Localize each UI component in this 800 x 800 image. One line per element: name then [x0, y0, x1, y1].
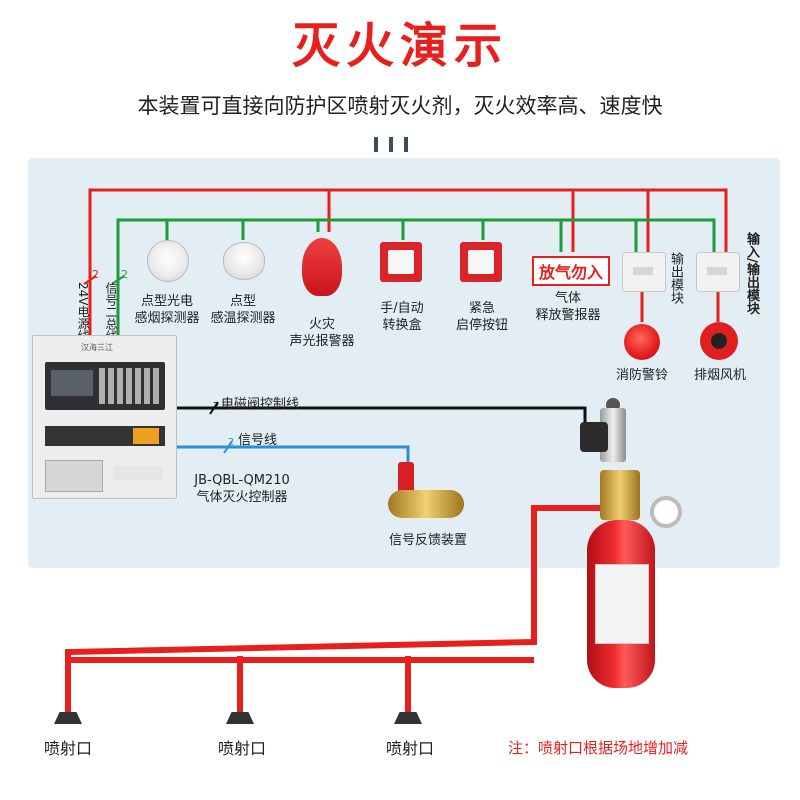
solenoid-wire-label: 电磁阀控制线: [221, 397, 300, 412]
solenoid-wire-count: 2: [213, 401, 220, 412]
valve-fitting: [600, 470, 640, 520]
nozzle-icon: [54, 712, 82, 724]
smoke-detector-icon: [147, 240, 189, 282]
button-icon: [460, 242, 502, 282]
controller-icon: 汉海三江: [32, 335, 177, 499]
alarm-icon: [302, 238, 342, 296]
signal-wire-label: 信号线: [238, 433, 278, 448]
power-wire-label: 24V电源线: [76, 282, 90, 342]
switch-box-icon: [380, 242, 422, 282]
signal-wire: [175, 445, 410, 466]
gas-release-label: 气体释放警报器: [535, 291, 601, 323]
solenoid-valve-icon: [578, 398, 648, 476]
nozzle-label: 喷射口: [217, 739, 266, 758]
bus-wire-tick: [111, 275, 125, 285]
pipe-network: [65, 505, 605, 712]
feedback-device-icon: [388, 462, 468, 532]
fire-bell-label: 消防警铃: [615, 368, 668, 383]
smoke-detector-label: 点型光电感烟探测器: [134, 294, 200, 326]
switch-box-label: 手/自动转换盒: [380, 301, 424, 333]
nozzle-icon: [226, 712, 254, 724]
fan-icon: [700, 322, 738, 360]
feedback-device-label: 信号反馈装置: [388, 533, 467, 548]
page-subtitle: 本装置可直接向防护区喷射灭火剂，灭火效率高、速度快: [137, 94, 663, 118]
pressure-gauge-icon: [650, 496, 682, 528]
bus-wire-count: 2: [121, 268, 128, 281]
power-wire-tick: [83, 275, 97, 285]
solenoid-wire-tick: [209, 401, 219, 415]
power-wire-count: 2: [92, 268, 99, 281]
divider-dots: [374, 137, 424, 153]
bus-wire-label: 信号二总线: [104, 282, 118, 342]
cylinder-icon: [587, 520, 655, 688]
module-icon: [622, 252, 666, 292]
emergency-button-label: 紧急启停按钮: [455, 301, 508, 333]
power-wire: [88, 188, 728, 338]
io-module-label: 输入/输出模块: [744, 232, 759, 315]
signal-wire-count: 2: [228, 437, 235, 448]
nozzle-note: 注：喷射口根据场地增加减: [508, 739, 689, 757]
nozzle-label: 喷射口: [385, 739, 434, 758]
warning-sign-icon: 放气勿入: [532, 256, 611, 286]
controller-brand: 汉海三江: [81, 343, 113, 352]
page-title: 灭火演示: [291, 18, 508, 74]
module-icon: [696, 252, 740, 292]
heat-detector-label: 点型感温探测器: [210, 294, 276, 326]
nozzle-label: 喷射口: [43, 739, 92, 758]
heat-detector-icon: [223, 242, 265, 280]
signal-wire-tick: [223, 440, 233, 454]
output-module-label: 输出模块: [668, 252, 683, 304]
bell-icon: [624, 324, 660, 360]
exhaust-fan-label: 排烟风机: [693, 368, 746, 383]
nozzle-icon: [394, 712, 422, 724]
alarm-label: 火灾声光报警器: [289, 317, 355, 349]
